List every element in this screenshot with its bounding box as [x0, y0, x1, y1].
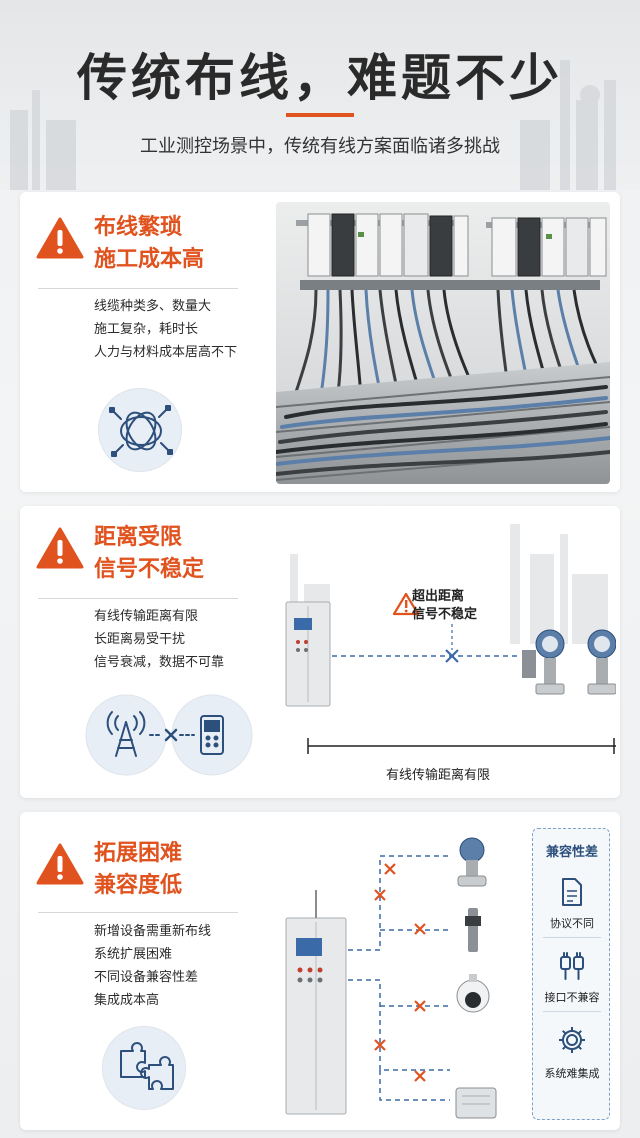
card-title-line1: 距离受限	[94, 525, 183, 550]
card-distance-limited: 距离受限 信号不稳定 有线传输距离有限 长距离易受干扰 信号衰减，数据不可靠	[20, 506, 620, 798]
warning-icon	[36, 527, 84, 569]
document-icon	[562, 878, 582, 906]
card-divider	[38, 288, 238, 289]
page-subtitle: 工业测控场景中，传统有线方案面临诸多挑战	[140, 136, 500, 157]
compatibility-panel: 兼容性差 协议不同 接口不兼容	[532, 828, 610, 1120]
warning-icon	[36, 217, 84, 259]
distance-limit-label: 有线传输距离有限	[385, 768, 490, 783]
card-divider	[38, 598, 238, 599]
warning-line2: 信号不稳定	[412, 607, 478, 622]
card-bullet-list: 新增设备需重新布线 系统扩展困难 不同设备兼容性差 集成成本高	[94, 920, 211, 1012]
card-divider	[38, 912, 238, 913]
page-title: 传统布线，难题不少	[77, 49, 563, 107]
expansion-diagram-art	[285, 837, 497, 1119]
list-item: 集成成本高	[94, 993, 160, 1008]
card-bullet-list: 有线传输距离有限 长距离易受干扰 信号衰减，数据不可靠	[94, 605, 224, 674]
industrial-skyline-background	[10, 60, 616, 190]
gear-icon	[559, 1027, 585, 1053]
warning-icon	[36, 843, 84, 885]
expansion-diagram: 兼容性差 协议不同 接口不兼容	[260, 820, 612, 1126]
out-of-range-warning-label: 超出距离 信号不稳定	[412, 588, 477, 624]
list-item: 系统扩展困难	[94, 947, 173, 962]
compat-item-integration: 系统难集成	[544, 1067, 600, 1080]
warning-line1: 超出距离	[412, 589, 465, 604]
card-title-line1: 拓展困难	[94, 841, 183, 866]
distance-diagram: 超出距离 信号不稳定 有线传输距离有限	[260, 514, 616, 794]
card-title-line2: 兼容度低	[94, 873, 183, 898]
card-title-line1: 布线繁琐	[94, 215, 183, 240]
distance-diagram-art	[285, 524, 616, 754]
card-bullet-list: 线缆种类多、数量大 施工复杂，耗时长 人力与材料成本居高不下	[94, 295, 237, 364]
compat-separator	[543, 937, 601, 938]
compatibility-title: 兼容性差	[545, 845, 598, 860]
list-item: 有线传输距离有限	[94, 609, 199, 624]
card-expansion-difficult: 拓展困难 兼容度低 新增设备需重新布线 系统扩展困难 不同设备兼容性差 集成成本…	[20, 812, 620, 1130]
compat-separator	[543, 1011, 601, 1012]
tangled-cable-icon	[98, 388, 182, 472]
list-item: 施工复杂，耗时长	[94, 322, 199, 337]
title-underline	[286, 113, 354, 117]
compat-item-interface: 接口不兼容	[544, 991, 600, 1004]
list-item: 长距离易受干扰	[94, 632, 186, 647]
puzzle-icon	[102, 1026, 186, 1110]
list-item: 新增设备需重新布线	[94, 924, 212, 939]
list-item: 人力与材料成本居高不下	[94, 345, 238, 360]
list-item: 线缆种类多、数量大	[94, 299, 212, 314]
card-wiring-complex: 布线繁琐 施工成本高 线缆种类多、数量大 施工复杂，耗时长 人力与材料成本居高不…	[20, 192, 620, 492]
list-item: 不同设备兼容性差	[94, 970, 199, 985]
tower-to-device-icon	[85, 694, 253, 776]
cable-tray-photo	[276, 202, 610, 484]
card-title-line2: 施工成本高	[94, 247, 205, 272]
plug-icon	[560, 952, 584, 980]
list-item: 信号衰减，数据不可靠	[94, 655, 225, 670]
card-title-line2: 信号不稳定	[94, 557, 205, 582]
compat-item-protocol: 协议不同	[550, 917, 594, 930]
